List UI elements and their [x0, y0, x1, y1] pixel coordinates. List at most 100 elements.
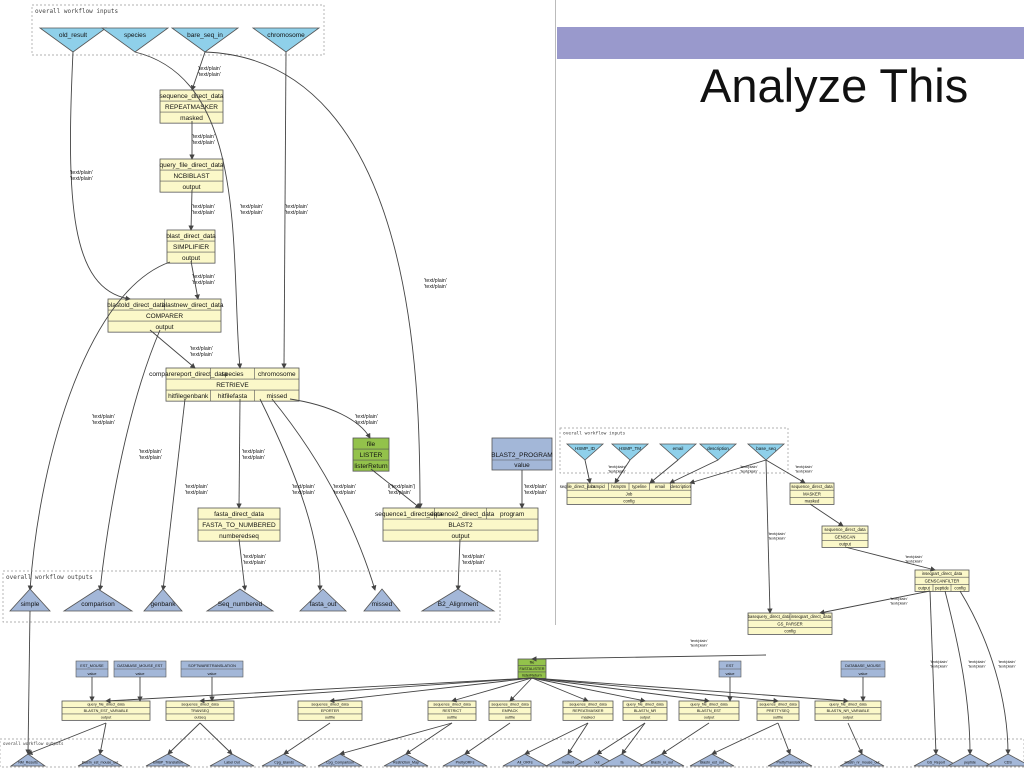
output-port-label: config — [623, 498, 635, 503]
constant-output: value — [135, 672, 144, 676]
workflow-output-label: comparison — [81, 601, 115, 608]
wf1-inputs-frame — [31, 4, 325, 56]
process-name: Job — [626, 491, 633, 496]
lister-node[interactable] — [352, 437, 390, 472]
process-name: BLASTN_NR_VARIABLE — [827, 709, 870, 713]
edge-type-label: 'text/plain' — [690, 643, 708, 648]
fasta-to-numbered-node[interactable] — [197, 507, 281, 542]
genscanfilter-node[interactable] — [914, 569, 970, 592]
edge-type-label: 'text/plain' — [968, 659, 986, 664]
repeatmasker-node[interactable] — [159, 89, 224, 124]
edge-type-label: 'text/plain' — [608, 469, 626, 474]
edge-type-label: 'text/plain' — [70, 176, 93, 182]
wf3-output[interactable] — [442, 753, 488, 767]
edge-bareseq-repeatmasker — [190, 51, 206, 91]
wf3-output[interactable] — [9, 753, 47, 767]
wf1-output-missed[interactable] — [363, 588, 401, 612]
edge-type-label: 'text/plain' — [998, 664, 1016, 669]
wf1-input-bare_seq_in[interactable] — [170, 27, 240, 53]
wf3-edge-lister-1 — [199, 677, 533, 704]
edge-bareseq-blast2 — [204, 51, 423, 509]
wf1-output-Seq_numbered[interactable] — [205, 588, 275, 612]
wf3-output[interactable] — [985, 753, 1024, 767]
output-port-label: masked — [805, 498, 820, 503]
simplifier-node[interactable] — [166, 229, 216, 264]
workflow-output-label: Blastn_nr_mouse_out — [845, 760, 880, 764]
input-port-label: sequence_direct_data — [791, 484, 833, 489]
wf3-edge-peptide — [944, 590, 973, 755]
edge-type-label: 'text/plain' — [292, 490, 315, 496]
wf1-output-genbank[interactable] — [143, 588, 183, 612]
workflow-output-label: Blastn_est_mouse_out — [82, 760, 119, 764]
input-port-label: query_file_direct_data — [829, 703, 867, 707]
wf1-input-species[interactable] — [100, 27, 170, 53]
edge-type-label: 'text/plain' — [192, 140, 215, 146]
wf3-edge-out-14 — [777, 722, 791, 755]
edge-type-label: 'text/plain' — [905, 554, 923, 559]
output-port-label: output — [918, 585, 930, 590]
wf2-input-email[interactable] — [658, 443, 698, 461]
wf3-output[interactable] — [383, 753, 429, 767]
wf3-edge-out-5 — [339, 722, 453, 756]
output-port-label: output — [451, 533, 469, 540]
wf3-output[interactable] — [639, 753, 685, 767]
wf2-input-description[interactable] — [698, 443, 738, 461]
wf1-outputs-frame-label: overall workflow outputs — [6, 574, 93, 581]
masker-node[interactable] — [789, 482, 835, 505]
retrieve-node[interactable] — [165, 367, 300, 402]
output-port-label: config — [954, 585, 966, 590]
edge-type-label: 'text/plain' — [240, 210, 263, 216]
blast2-node[interactable] — [382, 507, 539, 542]
wf3-output[interactable] — [261, 753, 307, 767]
wf3-output[interactable] — [913, 753, 959, 767]
workflow-output-label: Label Out — [224, 760, 240, 764]
wf3-output[interactable] — [767, 753, 813, 767]
input-port-label: sequence_direct_data — [759, 703, 797, 707]
wf3-edge-out-11 — [621, 722, 646, 755]
wf3-output[interactable] — [545, 753, 591, 767]
edge-type-label: 'text/plain' — [192, 274, 215, 280]
wf1-output-fasta_out[interactable] — [299, 588, 347, 612]
wf2-input-base_seq[interactable] — [746, 443, 786, 461]
wf2-input-HSMP_ID[interactable] — [565, 443, 605, 461]
edge-type-label: 'text/plain' — [185, 490, 208, 496]
wf3-output[interactable] — [839, 753, 885, 767]
wf3-output[interactable] — [317, 753, 363, 767]
wf2-input-HSMP_TM[interactable] — [610, 443, 650, 461]
workflow-input-label: bare_seq_in — [187, 32, 223, 39]
output-port-label: output — [182, 255, 200, 262]
edge-type-label: 'text/plain' — [192, 204, 215, 210]
wf2-edge-9 — [819, 590, 931, 615]
process-name: GENSCAN — [835, 534, 856, 539]
wf1-output-comparison[interactable] — [62, 588, 134, 612]
input-port-label: email — [655, 484, 665, 489]
wf3-output[interactable] — [689, 753, 735, 767]
edge-type-label: 'text/plain' — [768, 531, 786, 536]
edge-type-label: 'text/plain' — [424, 278, 447, 284]
wf3-edge-out-9 — [567, 722, 589, 755]
workflow-output-label: Cpg_Comparison — [326, 760, 354, 764]
wf1-input-chromosome[interactable] — [251, 27, 321, 53]
wf2-edge-1 — [614, 459, 631, 484]
edge-type-label: 'text/plain' — [524, 490, 547, 496]
edge-comparer-retrieve — [149, 329, 196, 369]
edge-type-label: 'text/plain' — [333, 484, 356, 490]
wf1-output-B2_Alignment[interactable] — [420, 588, 496, 612]
wf3-output[interactable] — [77, 753, 123, 767]
edge-type-label: 'text/plain' — [242, 455, 265, 461]
wf3-edge-lister-2 — [329, 677, 533, 704]
wf3-edge-out-2 — [167, 722, 201, 755]
input-port-label: query_file_direct_data — [160, 162, 224, 169]
input-port-label: query_file_direct_data — [626, 703, 664, 707]
slide-divider — [555, 0, 556, 625]
wf3-output[interactable] — [947, 753, 993, 767]
wf3-output[interactable] — [145, 753, 191, 767]
edge-type-label: 'text/plain' — [70, 170, 93, 176]
wf3-output[interactable] — [209, 753, 255, 767]
wf3-output[interactable] — [502, 753, 548, 767]
wf1-input-old_result[interactable] — [38, 27, 108, 53]
workflow-input-label: HSMP_TM — [619, 446, 641, 451]
wf3-output[interactable] — [599, 753, 645, 767]
wf3-edge-out-7 — [464, 722, 511, 755]
workflow-output-label: peptide — [964, 760, 976, 764]
